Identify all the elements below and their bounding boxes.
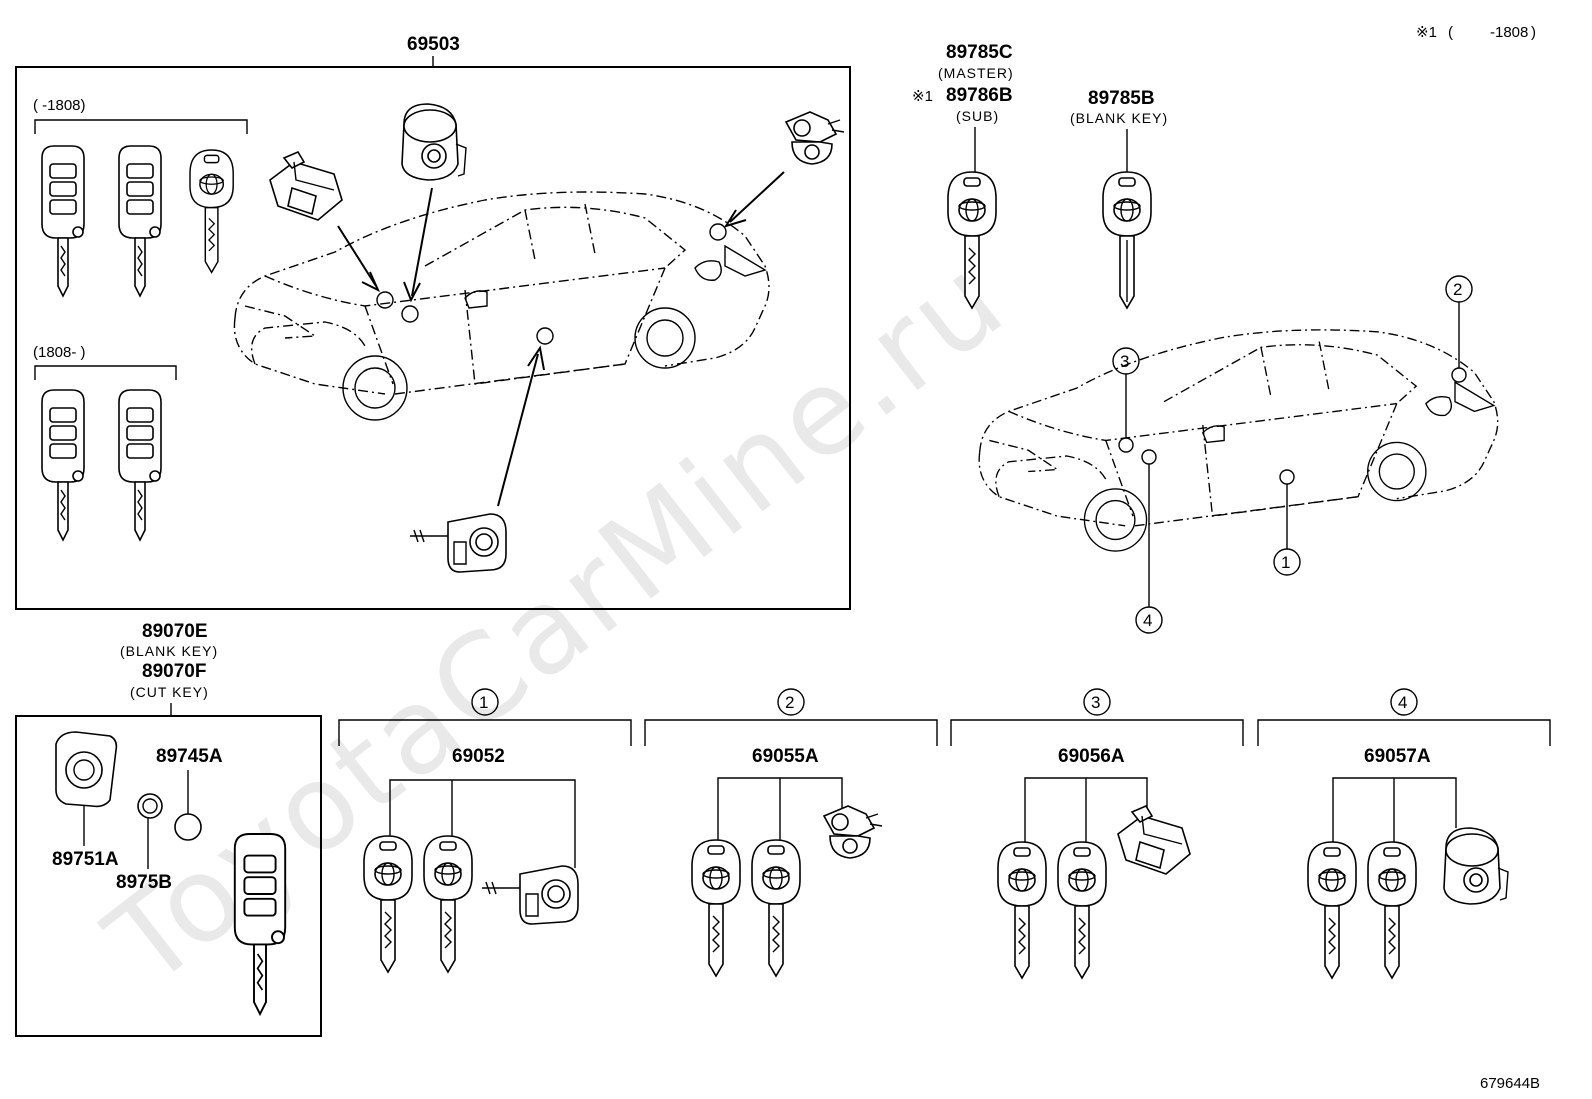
callout-3: 3 (1112, 347, 1140, 438)
diagram-id: 679644B (1480, 1075, 1540, 1092)
smart-key-part-number-1: 89070E (142, 621, 208, 642)
key-set-1: 1 69052 (338, 688, 632, 973)
sub-key-part-number: 89786B (946, 85, 1013, 106)
key-icon (1307, 841, 1357, 979)
smart-key-desc-1: (BLANK KEY) (120, 643, 218, 659)
blank-key-group: 89785B (BLANK KEY) (1070, 88, 1168, 309)
footnote-symbol: ※1 (1416, 24, 1437, 41)
group-late-label: (1808- ) (33, 344, 86, 361)
sub-key-desc: (SUB) (956, 108, 999, 124)
location-dot (401, 305, 419, 323)
set-circle: 2 (785, 693, 794, 712)
battery-cover-icon (137, 793, 163, 819)
smart-key-box-frame (15, 715, 322, 1037)
key-set-3: 3 69056A (950, 688, 1244, 979)
blank-key-desc: (BLANK KEY) (1070, 110, 1168, 126)
set-circle: 4 (1398, 693, 1407, 712)
set-part-number: 69056A (1058, 746, 1125, 767)
smart-key-desc-2: (CUT KEY) (130, 684, 209, 700)
master-key-icon (189, 149, 234, 274)
footnote-paren-open: ( (1448, 24, 1453, 41)
ignition-lock-icon (1443, 827, 1509, 905)
footnote-range: -1808 (1490, 24, 1528, 41)
location-dot (1451, 367, 1467, 383)
assembly-69503: 69503 ( -1808) (1808- ) (15, 34, 851, 610)
ignition-lock-icon (401, 103, 467, 181)
key-icon (997, 841, 1047, 979)
callout-4: 4 (1135, 464, 1163, 634)
sub-key-prefix: ※1 (912, 88, 933, 105)
key-icon (751, 839, 801, 977)
callout-car: 1 2 3 4 (978, 275, 1499, 634)
group-early-label: ( -1808) (33, 97, 86, 114)
key-set-2: 2 69055A (644, 688, 938, 977)
part-89745A: 89745A (156, 746, 223, 767)
smart-key-fob-icon (233, 833, 287, 1015)
footnote-paren-close: ) (1531, 24, 1536, 41)
assembly-box-frame (15, 66, 851, 610)
key-icon (1367, 841, 1417, 979)
svg-text:4: 4 (1143, 611, 1152, 630)
svg-text:1: 1 (1281, 553, 1290, 572)
trunk-lock-icon (785, 111, 845, 165)
car-outline-icon (233, 191, 770, 421)
set-circle: 3 (1091, 693, 1100, 712)
key-icon (1057, 841, 1107, 979)
svg-text:2: 2 (1453, 280, 1462, 299)
battery-icon (174, 813, 202, 841)
set-part-number: 69057A (1364, 746, 1431, 767)
footnote: ※1 ( -1808 ) (1416, 24, 1536, 41)
flip-key-fob-icon (118, 145, 162, 297)
flip-key-fob-icon (118, 389, 162, 541)
location-dot (536, 327, 554, 345)
glovebox-lock-icon (1117, 805, 1191, 875)
key-case-icon (65, 751, 103, 789)
door-lock-cylinder-icon (481, 865, 579, 925)
location-dot (709, 223, 727, 241)
key-icon (363, 835, 413, 973)
part-89751A: 89751A (52, 849, 119, 870)
assembly-part-number: 69503 (407, 34, 460, 55)
car-outline-icon (978, 329, 1499, 552)
key-icon (691, 839, 741, 977)
blank-key-icon (1102, 171, 1152, 309)
glovebox-lock-icon (269, 151, 343, 221)
set-part-number: 69055A (752, 746, 819, 767)
key-icon (423, 835, 473, 973)
smart-key-part-number-2: 89070F (142, 661, 206, 682)
svg-text:3: 3 (1120, 352, 1129, 371)
key-set-4: 4 69057A (1257, 688, 1551, 979)
part-8975B: 8975B (116, 872, 172, 893)
callout-2: 2 (1445, 275, 1473, 368)
callout-1: 1 (1273, 484, 1301, 576)
location-dot (1279, 469, 1295, 485)
location-dot (1141, 449, 1157, 465)
location-dot (376, 291, 394, 309)
smart-key-group: 89070E (BLANK KEY) 89070F (CUT KEY) 8974… (15, 621, 322, 1037)
master-key-desc: (MASTER) (938, 65, 1014, 81)
trunk-lock-icon (823, 805, 883, 859)
set-part-number: 69052 (452, 746, 505, 767)
pointer-arrows (337, 171, 785, 507)
location-dot (1118, 437, 1134, 453)
flip-key-fob-icon (41, 145, 85, 297)
blank-key-part-number: 89785B (1088, 88, 1155, 109)
master-key-part-number: 89785C (946, 42, 1013, 63)
flip-key-fob-icon (41, 389, 85, 541)
master-key-group: 89785C (MASTER) ※1 89786B (SUB) (912, 42, 1014, 309)
set-circle: 1 (479, 693, 488, 712)
door-lock-cylinder-icon (409, 513, 507, 573)
